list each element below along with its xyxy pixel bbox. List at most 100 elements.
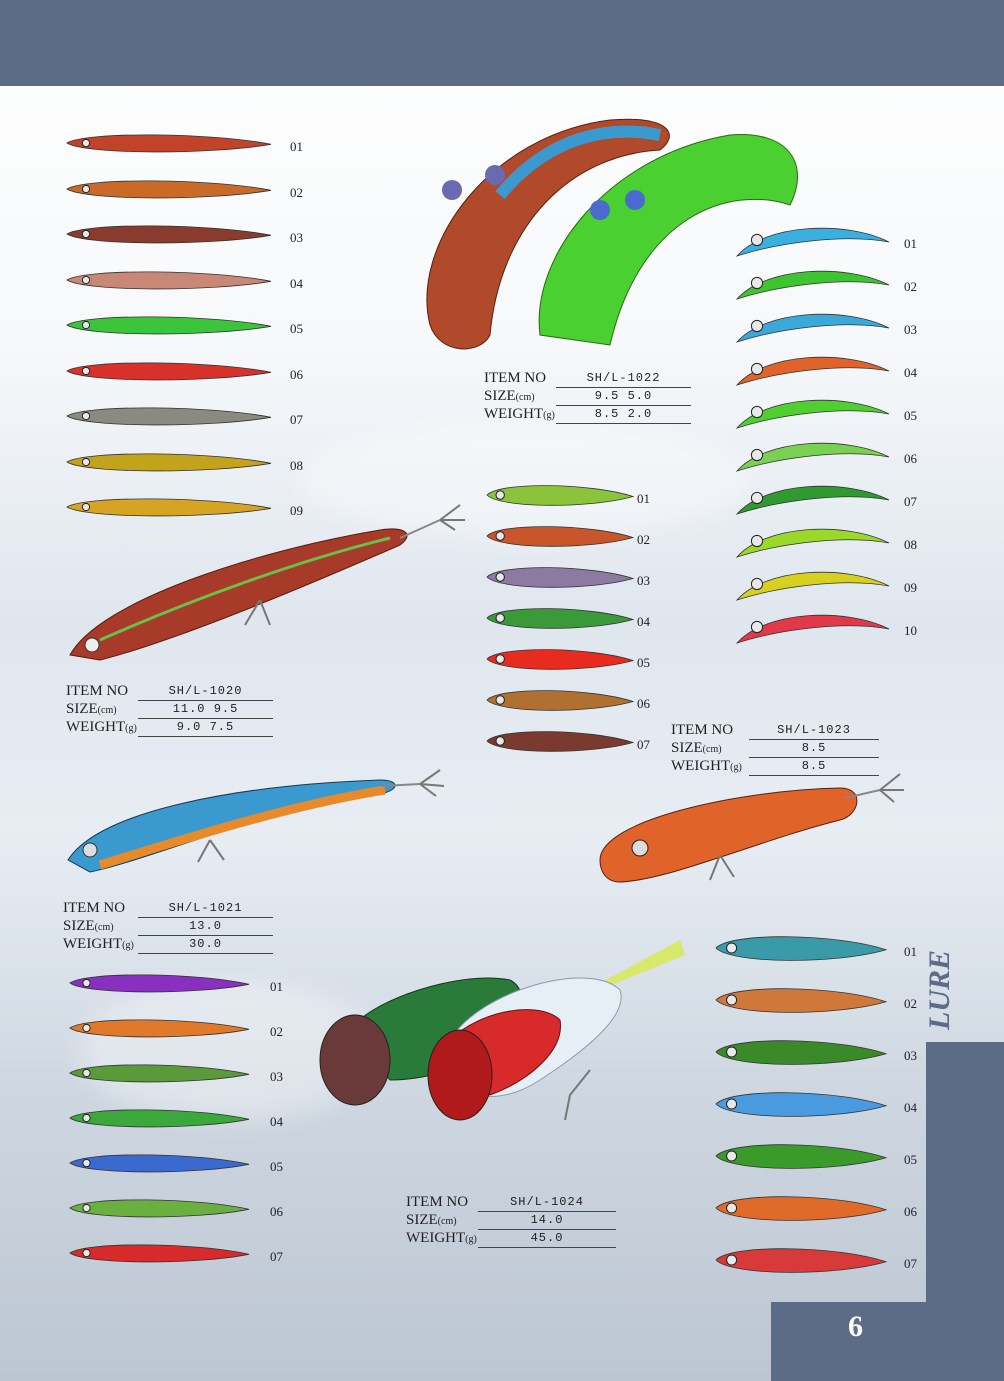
lure-variant-e-03 — [715, 1040, 888, 1065]
variant-number: 07 — [290, 412, 303, 427]
lure-variant-c-04 — [735, 356, 890, 386]
lure-variant-b-02 — [486, 526, 635, 547]
weight-label: WEIGHT(g) — [66, 719, 137, 735]
variant-number: 06 — [270, 1204, 283, 1219]
lure-variant-e-01 — [715, 936, 888, 961]
size-label: SIZE(cm) — [63, 918, 114, 934]
size-value: 14.0 — [478, 1212, 616, 1230]
variant-number: 07 — [637, 737, 650, 752]
variant-number: 04 — [637, 614, 650, 629]
size-label: SIZE(cm) — [671, 740, 722, 756]
variant-number: 01 — [637, 491, 650, 506]
item-no-value: SH/L-1021 — [138, 900, 273, 918]
lure-variant-d-01 — [69, 974, 250, 993]
item-no-label: ITEM NO — [671, 722, 734, 738]
lure-variant-e-06 — [715, 1196, 888, 1221]
lure-variant-a-01 — [66, 134, 272, 153]
lure-variant-c-07 — [735, 485, 890, 515]
variant-number: 09 — [290, 503, 303, 518]
size-value: 8.5 — [749, 740, 879, 758]
lure-variant-d-03 — [69, 1064, 250, 1083]
variant-number: 02 — [904, 996, 917, 1011]
variant-number: 01 — [904, 236, 917, 251]
weight-value: 8.5 2.0 — [556, 406, 691, 424]
size-value: 11.0 9.5 — [138, 701, 273, 719]
variant-number: 04 — [904, 365, 917, 380]
variant-number: 07 — [904, 1256, 917, 1271]
lure-variant-c-08 — [735, 528, 890, 558]
variant-number: 07 — [270, 1249, 283, 1264]
variant-number: 02 — [270, 1024, 283, 1039]
variant-number: 01 — [270, 979, 283, 994]
lure-photo-sh1024 — [319, 940, 685, 1121]
lure-variant-a-06 — [66, 361, 272, 380]
variant-number: 02 — [904, 279, 917, 294]
lure-photo-sh1020 — [69, 504, 465, 661]
variant-number: 02 — [290, 184, 303, 200]
lure-variant-c-03 — [735, 313, 890, 343]
lure-variant-d-07 — [69, 1244, 250, 1263]
lure-variant-c-10 — [735, 614, 890, 644]
weight-label: WEIGHT(g) — [63, 936, 134, 952]
weight-value: 8.5 — [749, 758, 879, 776]
lure-photo-sh1022 — [426, 118, 798, 350]
lure-variant-b-03 — [486, 567, 635, 588]
item-no-label: ITEM NO — [66, 683, 129, 699]
lure-variant-b-06 — [486, 690, 635, 711]
lure-variant-e-04 — [715, 1092, 888, 1117]
lure-variant-d-02 — [69, 1019, 250, 1038]
variant-number: 09 — [904, 580, 917, 595]
page-number-box — [771, 1302, 1004, 1381]
lure-variant-a-05 — [66, 316, 272, 335]
lure-variant-a-07 — [66, 407, 272, 426]
size-label: SIZE(cm) — [66, 701, 117, 717]
lure-variant-e-02 — [715, 988, 888, 1013]
weight-label: WEIGHT(g) — [406, 1230, 477, 1246]
variant-number: 07 — [904, 494, 917, 509]
lure-variant-b-01 — [486, 485, 635, 506]
variant-number: 03 — [904, 1048, 917, 1063]
item-no-value: SH/L-1024 — [478, 1194, 616, 1212]
variant-number: 02 — [637, 532, 650, 547]
item-no-label: ITEM NO — [484, 370, 547, 386]
page-number: 6 — [848, 1310, 863, 1343]
variant-number: 06 — [290, 366, 303, 382]
header-band — [0, 0, 1004, 86]
variant-number: 03 — [290, 230, 303, 245]
variant-number: 03 — [904, 322, 917, 337]
size-label: SIZE(cm) — [484, 388, 535, 404]
size-value: 9.5 5.0 — [556, 388, 691, 406]
weight-value: 30.0 — [138, 936, 273, 954]
lure-variant-c-05 — [735, 399, 890, 429]
lure-variant-b-07 — [486, 731, 635, 752]
variant-number: 01 — [904, 944, 917, 959]
variant-number: 05 — [904, 408, 917, 423]
weight-value: 9.0 7.5 — [138, 719, 273, 737]
item-no-value: SH/L-1022 — [556, 370, 691, 388]
item-no-label: ITEM NO — [406, 1194, 469, 1210]
variant-number: 03 — [637, 573, 650, 588]
lure-variant-d-06 — [69, 1199, 250, 1218]
side-band — [926, 1042, 1004, 1302]
variant-number: 01 — [290, 139, 303, 154]
water-highlight — [300, 420, 750, 540]
lure-variant-c-02 — [735, 270, 890, 300]
lure-variant-a-04 — [66, 270, 272, 289]
lure-variant-c-01 — [735, 227, 890, 257]
variant-number: 05 — [637, 655, 650, 670]
variant-number: 06 — [904, 451, 917, 466]
lure-photo-sh1021 — [67, 769, 445, 873]
variant-number: 04 — [270, 1114, 283, 1129]
lure-variant-e-07 — [715, 1248, 888, 1273]
variant-number: 05 — [290, 321, 303, 336]
variant-number: 04 — [904, 1100, 917, 1115]
item-no-value: SH/L-1023 — [749, 722, 879, 740]
weight-label: WEIGHT(g) — [671, 758, 742, 774]
variant-number: 08 — [290, 457, 303, 473]
lure-variant-b-04 — [486, 608, 635, 629]
lure-variant-c-06 — [735, 442, 890, 472]
section-label: LURE — [923, 949, 956, 1030]
variant-number: 05 — [270, 1159, 283, 1174]
